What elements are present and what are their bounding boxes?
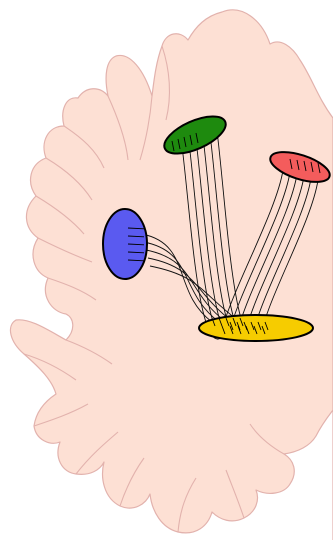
yellow-region xyxy=(199,315,313,341)
brain-tissue-outline xyxy=(10,10,333,540)
blue-region xyxy=(103,209,147,279)
